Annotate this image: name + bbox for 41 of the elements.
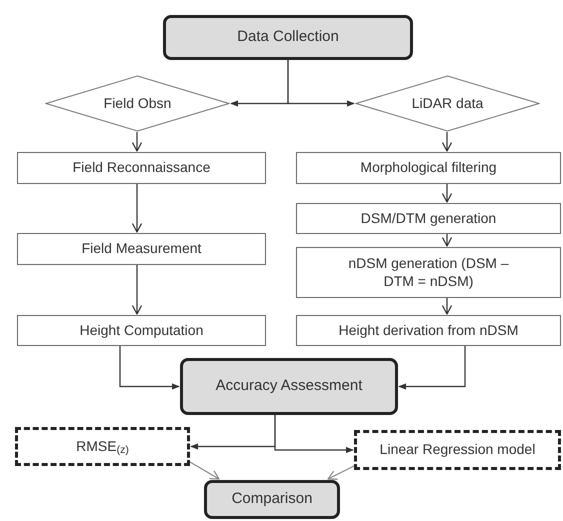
process-box [296, 203, 561, 234]
node-text: nDSM generation (DSM – DTM = nDSM) [347, 255, 510, 290]
node-text: Height derivation from nDSM [338, 322, 520, 340]
node-text: DSM/DTM generation [360, 210, 498, 228]
arrow [132, 184, 142, 233]
output-box [354, 430, 561, 470]
arrow [287, 60, 355, 107]
process-box [296, 152, 561, 184]
process-box [17, 233, 266, 265]
arrow [190, 461, 220, 480]
node-text: Data Collection [236, 28, 340, 47]
node-text: Field Reconnaissance [72, 159, 212, 177]
node-text: Comparison [230, 490, 314, 509]
node-text: Linear Regression model [378, 441, 536, 459]
node-text: Field Obsn [102, 94, 172, 112]
arrow [119, 346, 180, 390]
node-text: Height Computation [78, 322, 204, 340]
arrow [442, 298, 452, 315]
arrow [442, 132, 452, 152]
decision-diamond [355, 75, 540, 132]
process-box [17, 315, 266, 346]
arrow [132, 265, 142, 315]
process-box [180, 358, 398, 415]
process-box [163, 15, 413, 60]
decision-diamond [45, 75, 230, 132]
node-text: Field Measurement [80, 240, 202, 258]
arrow [327, 465, 354, 480]
node-text: Accuracy Assessment [214, 377, 364, 396]
arrow [442, 184, 452, 203]
arrow [274, 415, 354, 454]
node-text: LiDAR data [410, 94, 484, 112]
process-box [296, 247, 561, 298]
arrow [398, 346, 466, 390]
process-box [204, 480, 340, 519]
node-text: RMSE$_{(z)}$ [75, 438, 130, 456]
process-box [17, 152, 266, 184]
process-box [296, 315, 561, 346]
arrow [132, 132, 142, 152]
node-text: Morphological filtering [359, 159, 498, 177]
output-box [15, 427, 190, 466]
arrow [442, 234, 452, 247]
